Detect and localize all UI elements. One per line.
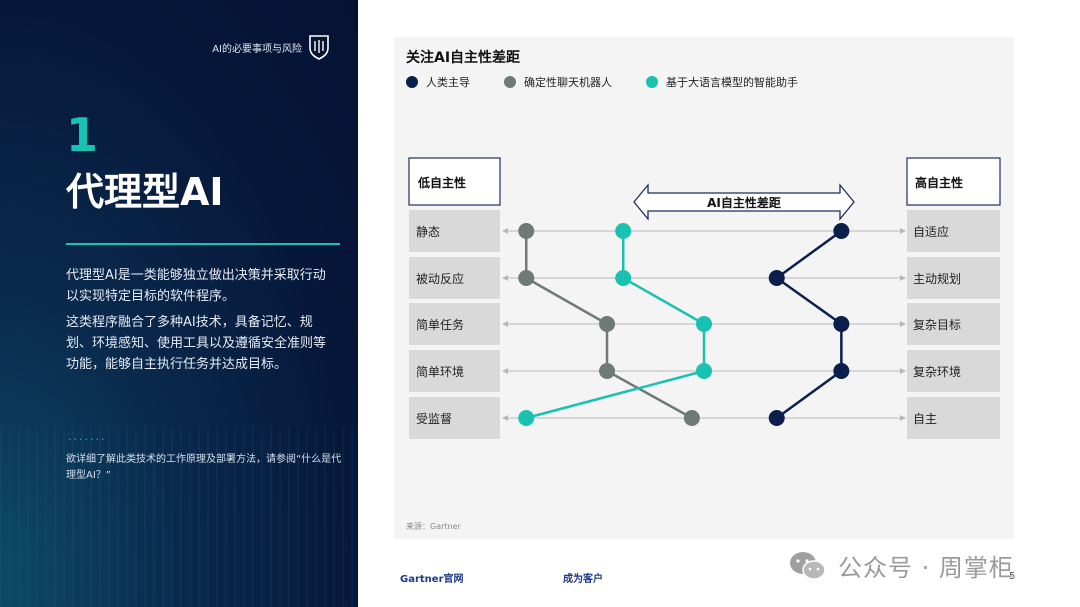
right-dimension-label: 自主 bbox=[913, 412, 937, 426]
right-dimension-label: 复杂目标 bbox=[913, 318, 961, 332]
left-dimension-box bbox=[409, 210, 500, 252]
left-header-label: 低自主性 bbox=[417, 175, 466, 190]
description-paragraph-1: 代理型AI是一类能够独立做出决策并采取行动以实现特定目标的软件程序。 bbox=[66, 268, 326, 304]
left-dimension-box bbox=[409, 350, 500, 392]
row-track-arrow-right bbox=[900, 415, 906, 421]
diagram-card: 低自主性 高自主性 AI自主性差距静态 自适应被动反应 主动规划简单任务 复杂目标简单环境… bbox=[394, 37, 1014, 539]
watermark-text: 公众号 · 周掌柜 bbox=[838, 554, 1014, 582]
autonomy-gap-arrow bbox=[633, 183, 855, 221]
legend-item-llm-assistant: 基于大语言模型的智能助手 bbox=[646, 74, 798, 90]
right-dimension-label: 自适应 bbox=[913, 224, 949, 239]
legend: 人类主导 确定性聊天机器人 基于大语言模型的智能助手 bbox=[406, 74, 798, 90]
dotted-separator: ....... bbox=[68, 430, 107, 443]
right-dimension-label: 主动规划 bbox=[913, 271, 961, 286]
row-track-arrow-left bbox=[502, 321, 508, 327]
series-point bbox=[833, 223, 850, 239]
left-panel: AI的必要事项与风险 1 代理型AI 代理型AI是一类能够独立做出决策并采取行动… bbox=[0, 0, 358, 607]
left-dimension-box bbox=[409, 257, 500, 299]
divider bbox=[66, 243, 340, 245]
section-title: 代理型AI bbox=[66, 170, 224, 214]
series-point bbox=[615, 270, 632, 286]
series-point bbox=[768, 410, 785, 426]
row-track-arrow-left bbox=[502, 275, 508, 281]
series-point bbox=[696, 316, 712, 332]
left-header-box bbox=[408, 157, 501, 206]
left-dimension-box bbox=[409, 397, 500, 439]
shield-logo-icon bbox=[309, 35, 329, 60]
left-dimension-label: 静态 bbox=[416, 225, 440, 239]
page-number: 5 bbox=[1009, 571, 1016, 582]
right-dimension-box bbox=[907, 303, 1000, 345]
right-dimension-box bbox=[907, 257, 1000, 299]
right-header-label: 高自主性 bbox=[915, 175, 963, 190]
right-dimension-box bbox=[907, 210, 1000, 252]
left-dimension-box bbox=[409, 303, 500, 345]
series-point bbox=[518, 270, 535, 286]
row-track-arrow-left bbox=[502, 415, 508, 421]
series-point bbox=[518, 410, 535, 426]
section-number: 1 bbox=[66, 108, 99, 162]
left-dimension-label: 简单任务 bbox=[416, 317, 464, 332]
series-point bbox=[518, 223, 535, 239]
series-point bbox=[696, 363, 712, 379]
legend-label-human: 人类主导 bbox=[426, 76, 470, 89]
series-point bbox=[768, 270, 785, 286]
autonomy-gap-label: AI自主性差距 bbox=[707, 195, 781, 210]
legend-item-human: 人类主导 bbox=[406, 74, 470, 90]
become-client-link[interactable]: 成为客户 bbox=[563, 574, 603, 585]
series-point bbox=[833, 363, 850, 379]
row-track-arrow-right bbox=[900, 321, 906, 327]
legend-label-llm-assistant: 基于大语言模型的智能助手 bbox=[666, 76, 798, 89]
source-note: 来源：Gartner bbox=[406, 522, 461, 531]
gartner-website-link[interactable]: Gartner官网 bbox=[400, 574, 464, 585]
row-track-arrow-left bbox=[502, 368, 508, 374]
wechat-icon bbox=[790, 551, 826, 580]
series-point bbox=[599, 363, 616, 379]
row-track-arrow-right bbox=[900, 275, 906, 281]
reference-note[interactable]: 欲详细了解此类技术的工作原理及部署方法，请参阅“什么是代理型AI？” bbox=[66, 454, 342, 481]
legend-label-chatbot: 确定性聊天机器人 bbox=[524, 76, 612, 89]
right-header-box bbox=[906, 157, 1001, 206]
watermark: 公众号 · 周掌柜 bbox=[788, 548, 1014, 583]
legend-dot-chatbot bbox=[504, 76, 516, 88]
right-dimension-label: 复杂环境 bbox=[913, 364, 961, 379]
series-point bbox=[833, 316, 850, 332]
diagram-title: 关注AI自主性差距 bbox=[406, 50, 521, 66]
row-track-arrow-right bbox=[900, 368, 906, 374]
row-track-arrow-left bbox=[502, 228, 508, 234]
series-point bbox=[683, 410, 700, 426]
left-dimension-label: 被动反应 bbox=[416, 271, 464, 286]
series-point bbox=[599, 316, 616, 332]
left-dimension-label: 受监督 bbox=[416, 411, 452, 426]
legend-item-chatbot: 确定性聊天机器人 bbox=[504, 74, 612, 90]
legend-dot-human bbox=[406, 76, 418, 88]
left-dimension-label: 简单环境 bbox=[416, 364, 464, 379]
series-point bbox=[615, 223, 632, 239]
right-dimension-box bbox=[907, 350, 1000, 392]
description-paragraph-2: 这类程序融合了多种AI技术，具备记忆、规划、环境感知、使用工具以及遵循安全准则等… bbox=[66, 315, 327, 372]
row-track-arrow-right bbox=[900, 228, 906, 234]
right-dimension-box bbox=[907, 397, 1000, 439]
header-title: AI的必要事项与风险 bbox=[212, 44, 302, 55]
legend-dot-llm-assistant bbox=[646, 76, 658, 88]
